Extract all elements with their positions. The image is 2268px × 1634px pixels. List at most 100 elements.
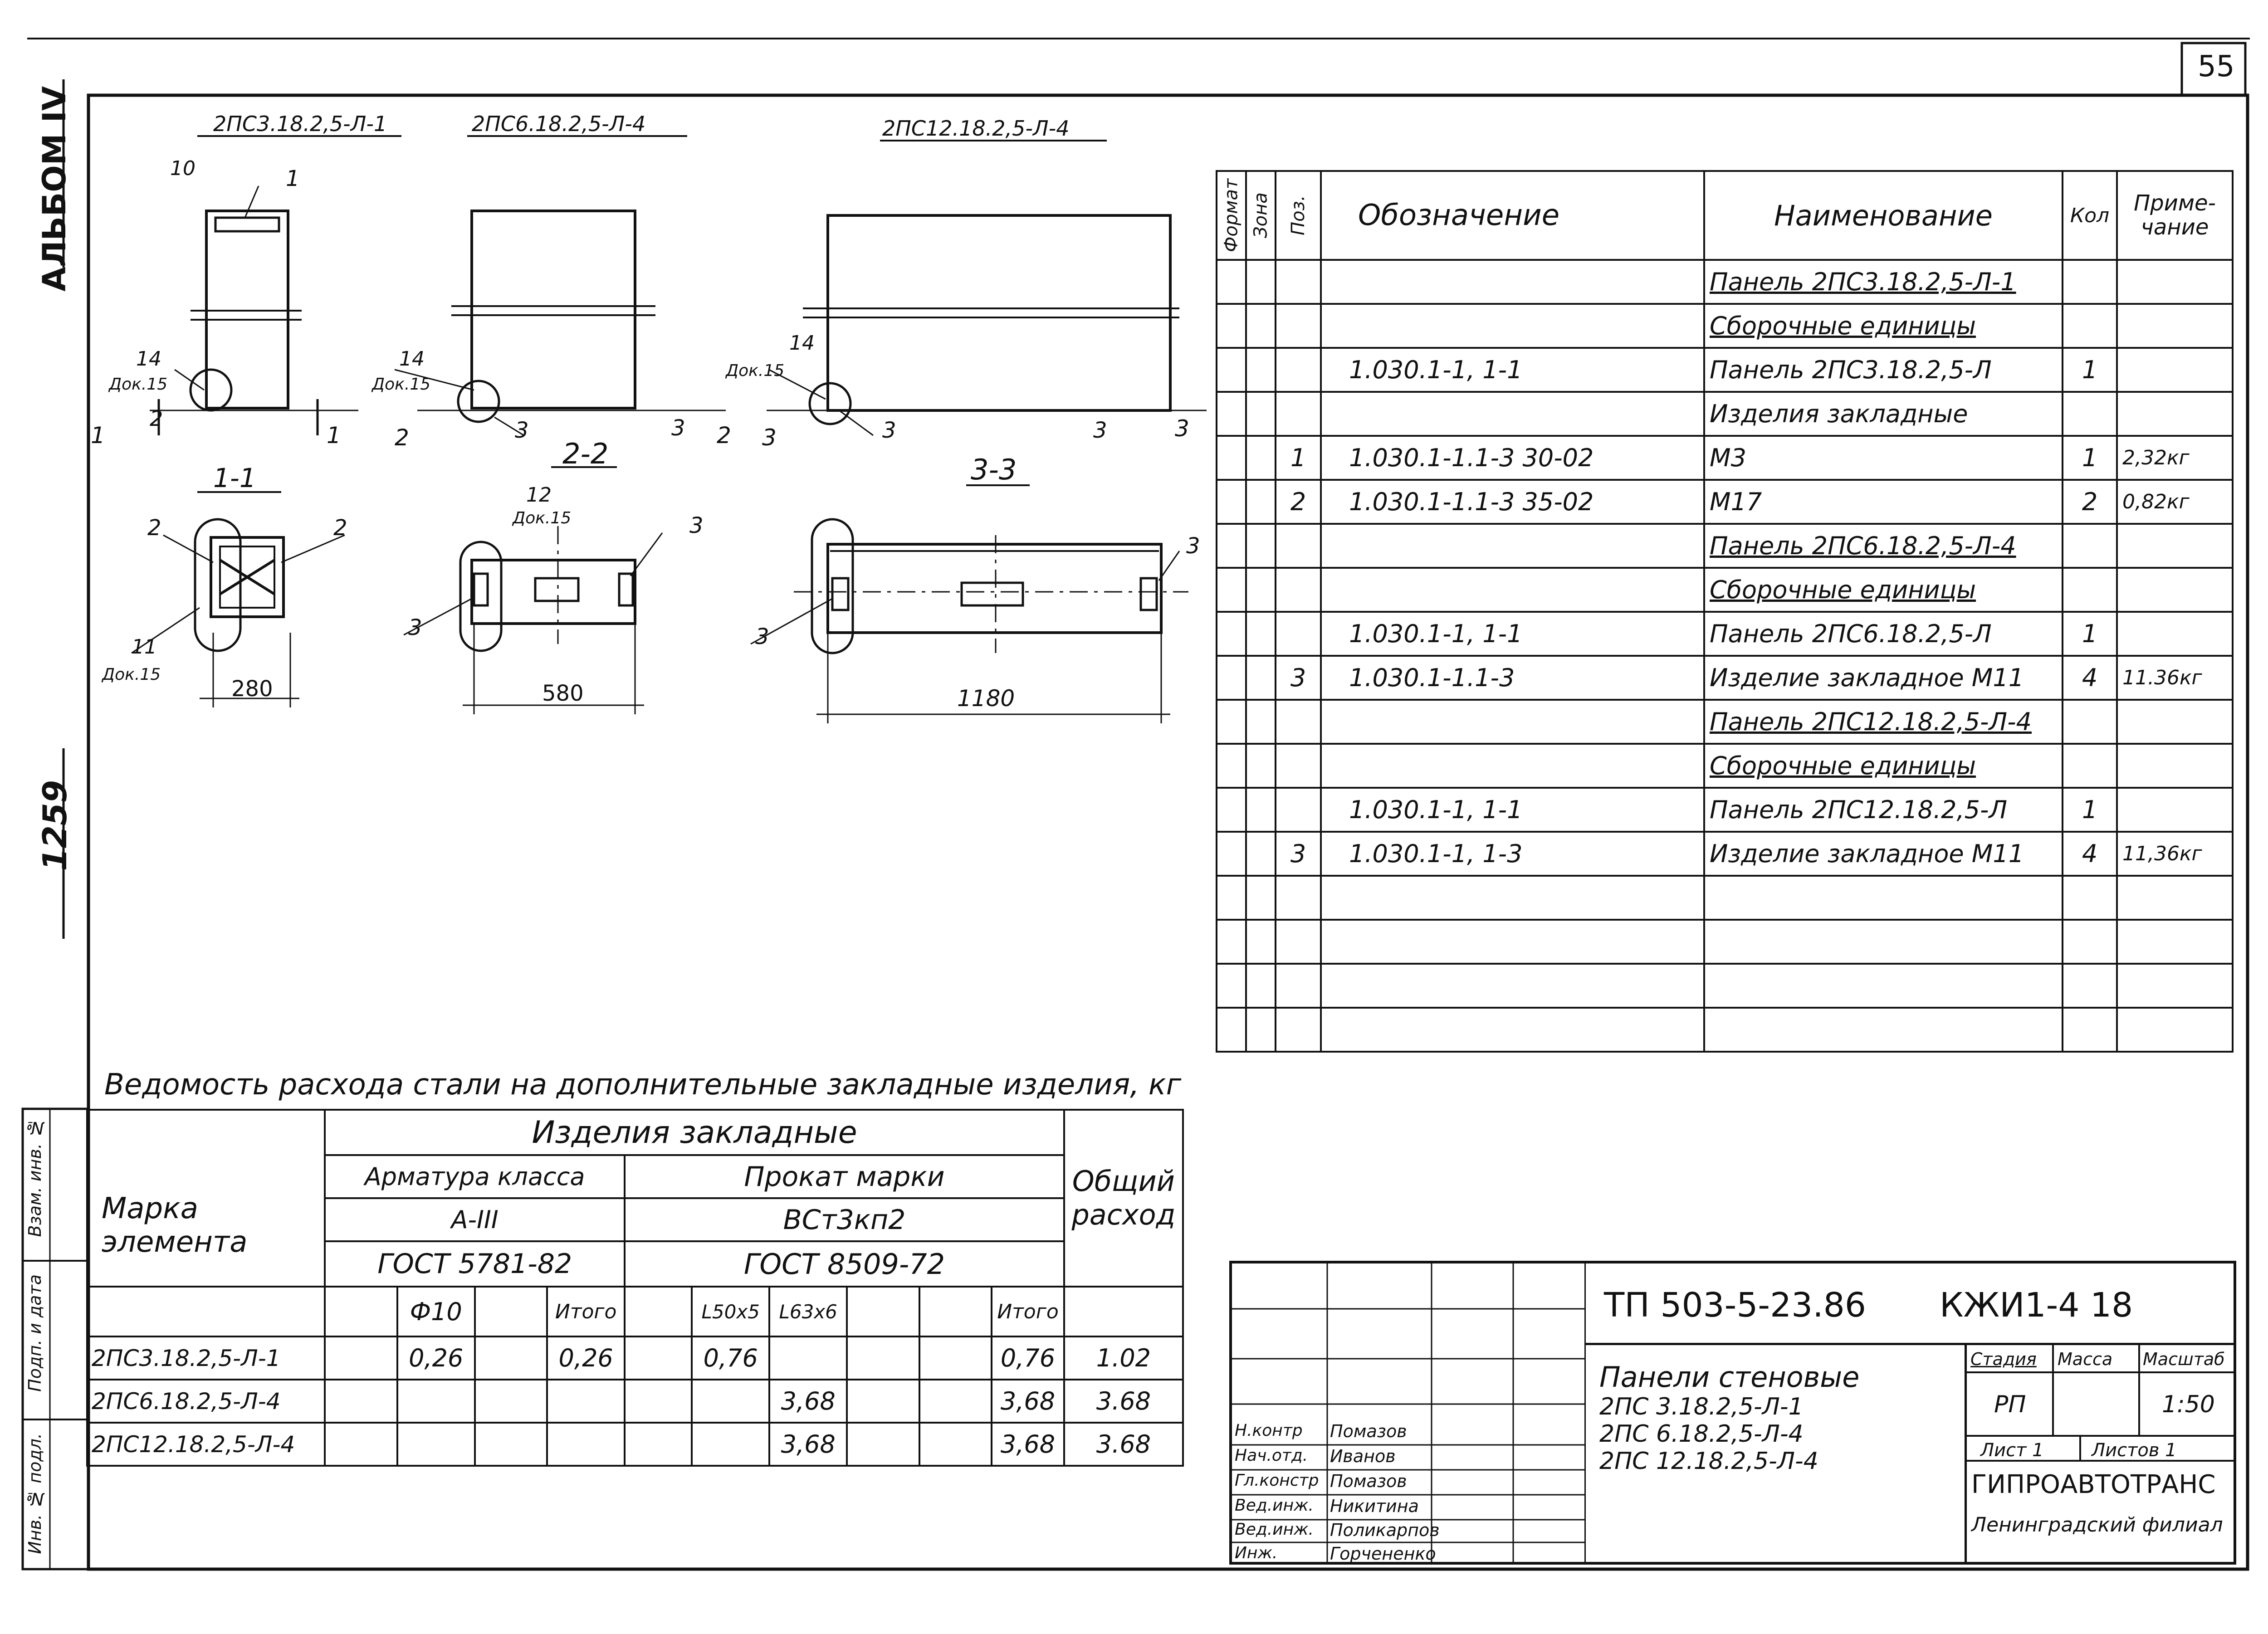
spec-cell-format bbox=[1216, 567, 1247, 613]
spec-cell-note bbox=[2116, 743, 2234, 789]
spec-cell-pos: 2 bbox=[1275, 479, 1322, 525]
scale-value: 1:50 bbox=[2162, 1391, 2215, 1418]
spec-cell-zone bbox=[1245, 699, 1276, 745]
spec-cell-note: 0,82кг bbox=[2116, 479, 2234, 525]
spec-header-pos: Поз. bbox=[1276, 171, 1321, 260]
callout-dok-c: Док.15 bbox=[372, 375, 431, 394]
spec-cell-zone bbox=[1245, 479, 1276, 525]
spec-header-name: Наименование bbox=[1703, 170, 2063, 261]
spec-cell-name: М17 bbox=[1703, 479, 2063, 525]
cut-mark-2-right: 2 bbox=[717, 422, 731, 449]
stamp-label-podp: Подп. и дата bbox=[25, 1274, 45, 1392]
dim-580: 580 bbox=[542, 681, 584, 706]
spec-header-zone: Зона bbox=[1246, 171, 1276, 260]
signature-role: Вед.инж. bbox=[1235, 1496, 1314, 1515]
stage-grid bbox=[1967, 1345, 2236, 1462]
spec-cell-qty: 1 bbox=[2062, 347, 2118, 393]
spec-cell-designation bbox=[1320, 963, 1705, 1009]
steel-cell-blank bbox=[624, 1422, 693, 1467]
spec-cell-format bbox=[1216, 699, 1247, 745]
steel-cell-blank bbox=[918, 1422, 993, 1467]
steel-cell-blank bbox=[846, 1422, 920, 1467]
spec-cell-note bbox=[2116, 1007, 2234, 1053]
spec-cell-name: Панель 2ПС12.18.2,5-Л bbox=[1703, 787, 2063, 833]
steel-rebar-gost: ГОСТ 5781-82 bbox=[324, 1240, 626, 1288]
spec-cell-zone bbox=[1245, 875, 1276, 921]
steel-cell-mark: 2ПС3.18.2,5-Л-1 bbox=[86, 1336, 326, 1380]
stage-block: Стадия Масса Масштаб РП 1:50 Лист 1 Лист… bbox=[1967, 1345, 2236, 1565]
spec-cell-format bbox=[1216, 391, 1247, 437]
steel-subheader-blank-b bbox=[474, 1286, 548, 1337]
description-line-3: 2ПС 6.18.2,5-Л-4 bbox=[1599, 1420, 1804, 1448]
steel-cell-itogo1 bbox=[546, 1379, 626, 1424]
steel-rolled-brand: Прокат марки bbox=[624, 1154, 1065, 1199]
spec-cell-name: Сборочные единицы bbox=[1703, 567, 2063, 613]
steel-row-gost: ГОСТ 5781-82 ГОСТ 8509-72 bbox=[87, 1240, 1183, 1288]
spec-cell-note bbox=[2116, 567, 2234, 613]
signature-role: Инж. bbox=[1235, 1544, 1278, 1562]
cut-mark-3-left: 3 bbox=[762, 424, 777, 451]
spec-cell-zone bbox=[1245, 743, 1276, 789]
spec-row bbox=[1216, 963, 2234, 1009]
steel-subheader-blank-a bbox=[324, 1286, 398, 1337]
spec-cell-note bbox=[2116, 699, 2234, 745]
steel-cell-blank bbox=[324, 1336, 398, 1380]
spec-cell-pos bbox=[1275, 567, 1322, 613]
spec-row: Сборочные единицы bbox=[1216, 567, 2234, 613]
spec-cell-pos: 3 bbox=[1275, 831, 1322, 877]
spec-cell-zone bbox=[1245, 831, 1276, 877]
steel-header-mark: Марка элемента bbox=[86, 1109, 326, 1288]
steel-cell-f10 bbox=[396, 1422, 476, 1467]
doc-code-cell: ТП 503-5-23.86 КЖИ1-4 18 bbox=[1586, 1263, 2236, 1345]
spec-cell-note bbox=[2116, 523, 2234, 569]
spec-cell-designation bbox=[1320, 523, 1705, 569]
description-line-1: Панели стеновые bbox=[1599, 1361, 1860, 1394]
scale-label: Масштаб bbox=[2143, 1349, 2225, 1369]
section-label-1: 1-1 bbox=[213, 463, 256, 493]
spec-cell-format bbox=[1216, 875, 1247, 921]
steel-subheader-empty bbox=[86, 1286, 326, 1337]
signature-role: Н.контр bbox=[1235, 1421, 1303, 1440]
steel-cell-blank bbox=[846, 1336, 920, 1380]
spec-cell-name bbox=[1703, 963, 2063, 1009]
spec-cell-qty bbox=[2062, 963, 2118, 1009]
steel-col-itogo2: Итого bbox=[991, 1286, 1065, 1337]
spec-cell-pos bbox=[1275, 963, 1322, 1009]
steel-subheader-blank-f bbox=[1063, 1286, 1184, 1337]
spec-row: Сборочные единицы bbox=[1216, 743, 2234, 789]
spec-header-qty: Кол bbox=[2062, 170, 2118, 261]
spec-cell-name: Панель 2ПС3.18.2,5-Л-1 bbox=[1703, 259, 2063, 305]
spec-cell-note: 11,36кг bbox=[2116, 831, 2234, 877]
callout-14-b: 14 bbox=[399, 347, 425, 371]
steel-cell-blank bbox=[918, 1379, 993, 1424]
spec-cell-note bbox=[2116, 303, 2234, 349]
spec-cell-format bbox=[1216, 611, 1247, 657]
spec-cell-designation: 1.030.1-1.1-3 bbox=[1320, 655, 1705, 701]
spec-cell-pos bbox=[1275, 743, 1322, 789]
spec-cell-pos bbox=[1275, 1007, 1322, 1053]
callout-3-a: 3 bbox=[515, 418, 529, 443]
description-line-2: 2ПС 3.18.2,5-Л-1 bbox=[1599, 1393, 1804, 1420]
spec-cell-note bbox=[2116, 391, 2234, 437]
steel-header-group: Изделия закладные bbox=[324, 1109, 1065, 1156]
steel-header-total: Общий расход bbox=[1063, 1109, 1184, 1288]
spec-cell-zone bbox=[1245, 611, 1276, 657]
spec-cell-qty bbox=[2062, 699, 2118, 745]
spec-cell-designation: 1.030.1-1, 1-1 bbox=[1320, 347, 1705, 393]
dim-280: 280 bbox=[231, 676, 273, 702]
spec-cell-name: М3 bbox=[1703, 435, 2063, 481]
spec-cell-qty bbox=[2062, 1007, 2118, 1053]
spec-cell-qty: 2 bbox=[2062, 479, 2118, 525]
spec-cell-designation: 1.030.1-1, 1-3 bbox=[1320, 831, 1705, 877]
steel-col-l63: L63x6 bbox=[768, 1286, 848, 1337]
drawing-section-1-1 bbox=[194, 491, 299, 707]
spec-cell-qty: 4 bbox=[2062, 831, 2118, 877]
leader-lines bbox=[131, 185, 1180, 654]
